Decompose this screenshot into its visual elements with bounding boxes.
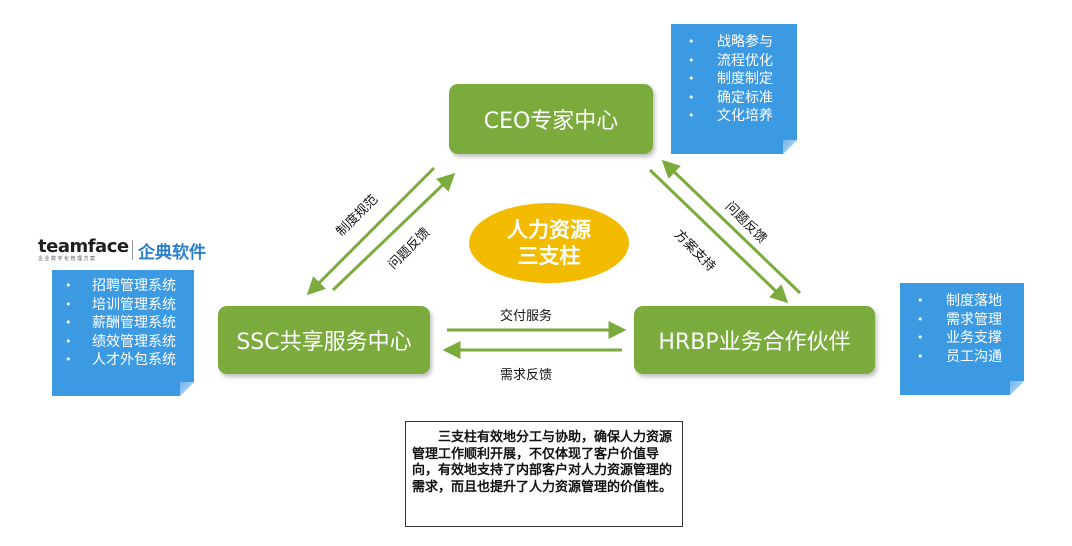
bullet-icon: • — [65, 279, 72, 292]
list-item: •薪酬管理系统 — [65, 315, 176, 331]
logo-tagline: 企业数字化管理方案 — [38, 256, 97, 262]
edge-label-ssc-to-hrbp: 交付服务 — [500, 309, 553, 324]
logo-wordmark: teamface — [38, 236, 129, 257]
arrow-ssc-to-ceo — [331, 172, 456, 292]
list-item: •文化培养 — [688, 108, 773, 124]
hrbp-node-label: HRBP业务合作伙伴 — [658, 330, 851, 355]
arrow-hrbp-to-ceo — [661, 159, 802, 295]
page-fold-icon — [180, 382, 194, 396]
bullet-icon: • — [688, 90, 695, 104]
page-fold-icon — [783, 140, 797, 154]
bullet-icon: • — [688, 35, 695, 48]
center-line-2: 三支柱 — [517, 244, 581, 268]
list-item: •制度制定 — [688, 71, 773, 87]
list-item: •人才外包系统 — [65, 352, 176, 368]
arrow-ceo-to-ssc — [306, 166, 436, 296]
ssc-node-label: SSC共享服务中心 — [236, 330, 412, 355]
bullet-icon: • — [65, 316, 72, 329]
bullet-icon: • — [65, 334, 72, 348]
bullet-icon: • — [688, 53, 695, 67]
list-item: •需求管理 — [917, 311, 1002, 328]
list-item: •招聘管理系统 — [65, 278, 176, 294]
center-ellipse: 人力资源 三支柱 — [469, 203, 629, 283]
edge-label-hrbp-to-ssc: 需求反馈 — [500, 368, 553, 383]
bullet-icon: • — [917, 349, 924, 363]
ceo-node: CEO专家中心 — [449, 84, 653, 154]
bullet-icon: • — [688, 72, 695, 85]
ssc-node: SSC共享服务中心 — [218, 306, 430, 374]
ceo-sticky-note: •战略参与 •流程优化 •制度制定 •确定标准 •文化培养 — [671, 24, 797, 154]
bullet-icon: • — [917, 331, 924, 344]
ssc-sticky-note: •招聘管理系统 •培训管理系统 •薪酬管理系统 •绩效管理系统 •人才外包系统 — [52, 270, 194, 396]
list-item: •制度落地 — [917, 293, 1002, 309]
summary-text-box: 三支柱有效地分工与协助，确保人力资源管理工作顺利开展，不仅体现了客户价值导向，有… — [405, 421, 683, 527]
list-item: •员工沟通 — [917, 348, 1002, 365]
list-item: •确定标准 — [688, 89, 773, 106]
list-item: •流程优化 — [688, 52, 773, 69]
list-item: •培训管理系统 — [65, 296, 176, 313]
arrow-ceo-to-hrbp — [648, 168, 789, 304]
hrbp-sticky-note: •制度落地 •需求管理 •业务支撑 •员工沟通 — [900, 283, 1024, 395]
list-item: •业务支撑 — [917, 330, 1002, 346]
center-line-1: 人力资源 — [507, 218, 591, 242]
teamface-logo: teamface 企业数字化管理方案 企典软件 — [38, 236, 206, 263]
bullet-icon: • — [917, 294, 924, 307]
bullet-icon: • — [917, 312, 924, 326]
ceo-node-label: CEO专家中心 — [483, 109, 619, 134]
page-fold-icon — [1010, 381, 1024, 395]
list-item: •绩效管理系统 — [65, 333, 176, 350]
hrbp-node: HRBP业务合作伙伴 — [634, 306, 875, 374]
logo-cn-name: 企典软件 — [138, 243, 206, 263]
bullet-icon: • — [65, 297, 72, 311]
bullet-icon: • — [65, 353, 72, 366]
bullet-icon: • — [688, 109, 695, 122]
logo-divider — [132, 240, 133, 260]
list-item: •战略参与 — [688, 34, 773, 50]
